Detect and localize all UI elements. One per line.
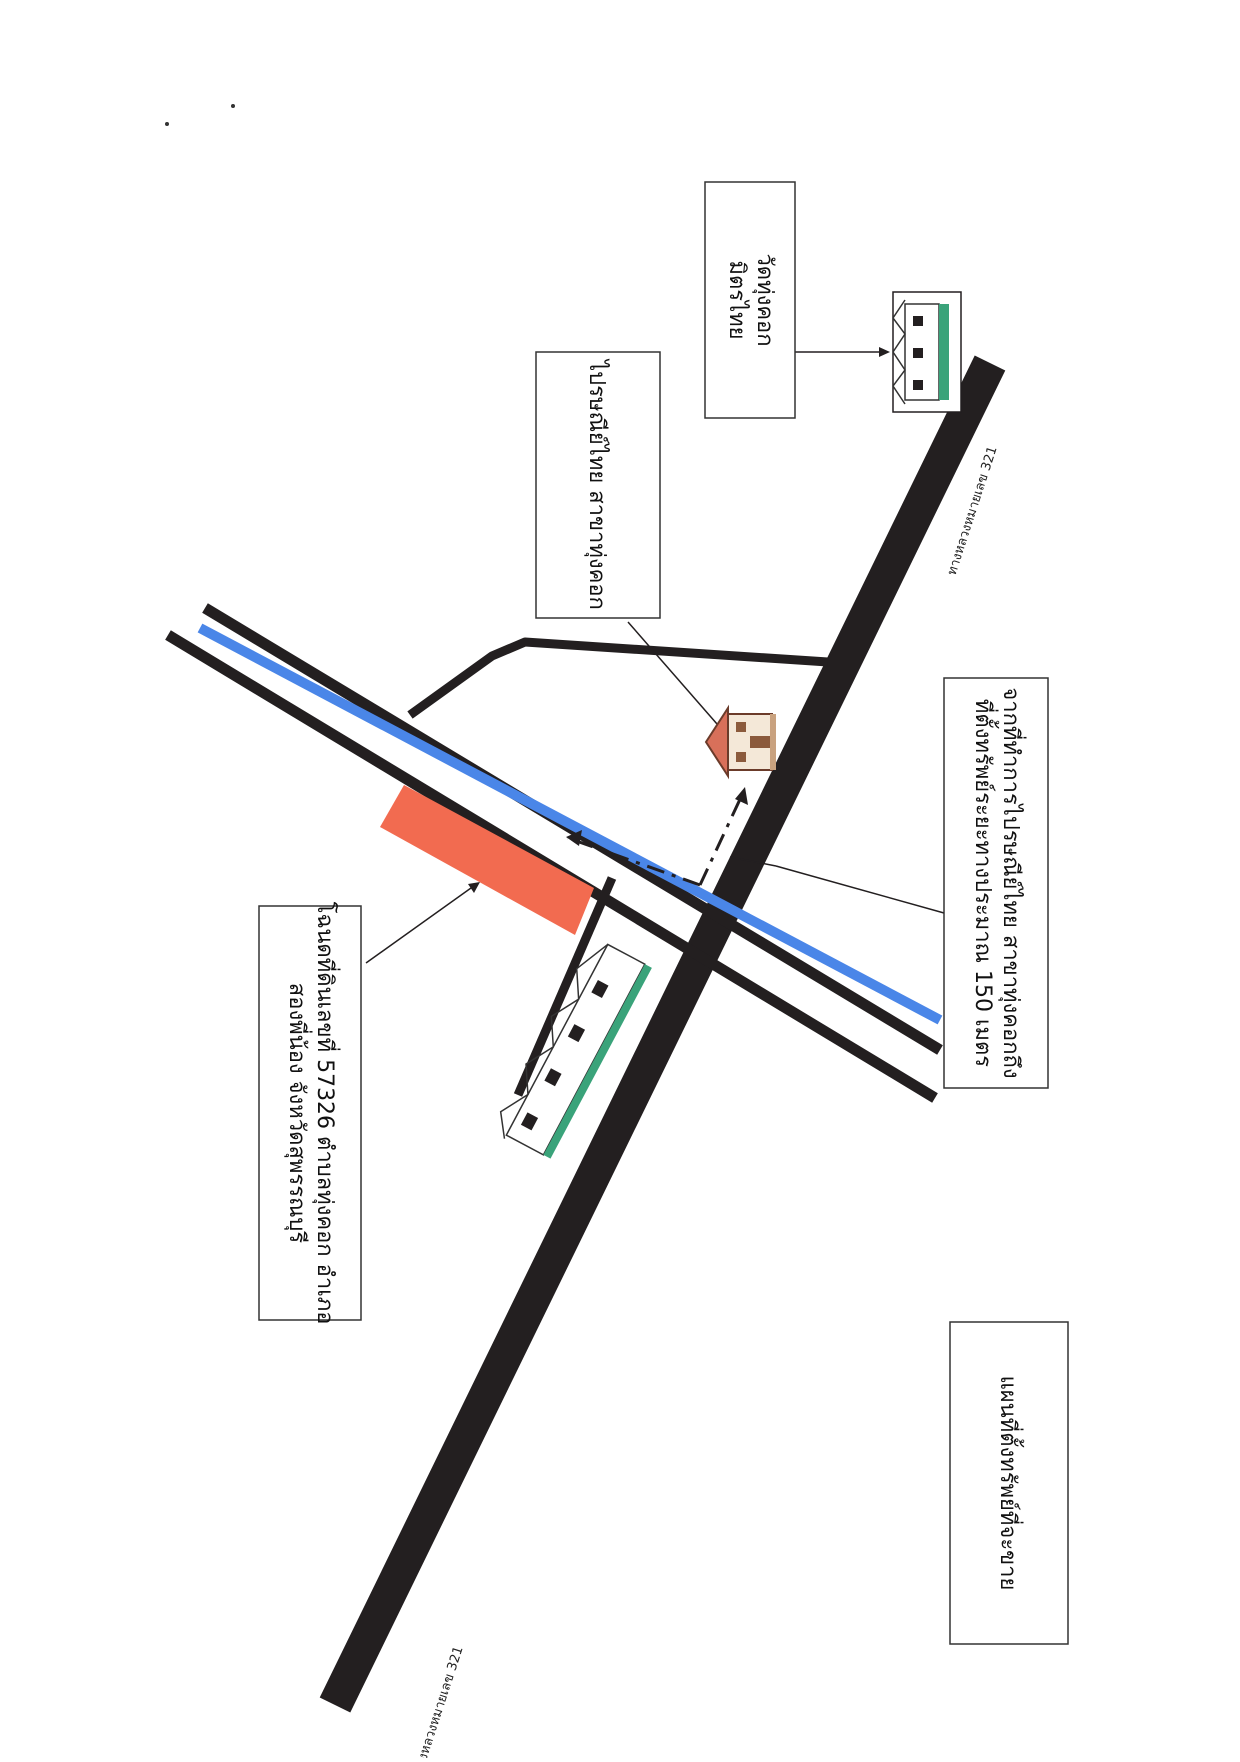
leader-property-head <box>468 882 480 893</box>
temple-label: วัดทุ่งคอก มิตรไทย <box>704 181 796 419</box>
highway-label-lower: ทางหลวงหมายเลข 321 <box>411 1645 467 1762</box>
canal-water <box>197 623 943 1025</box>
svg-text:ไปรษณีย์ไทย สาขาทุ่งคอก: ไปรษณีย์ไทย สาขาทุ่งคอก <box>584 358 610 610</box>
svg-text:ที่ตั้งทรัพย์ระยะทางประมาณ 150: ที่ตั้งทรัพย์ระยะทางประมาณ 150 เมตร <box>970 699 999 1067</box>
local-road-north <box>407 637 829 719</box>
svg-text:จากที่ทำการไปรษณีย์ไทย สาขาทุ่: จากที่ทำการไปรษณีย์ไทย สาขาทุ่งคอกถึง <box>998 687 1027 1078</box>
building-icon <box>892 291 962 413</box>
directions-label: จากที่ทำการไปรษณีย์ไทย สาขาทุ่งคอกถึง ที… <box>943 677 1049 1089</box>
scan-speck <box>165 122 169 126</box>
leader-temple-head <box>879 347 890 357</box>
svg-text:สองพี่น้อง จังหวัดสุพรรณบุรี: สองพี่น้อง จังหวัดสุพรรณบุรี <box>284 983 313 1244</box>
post-office-label: ไปรษณีย์ไทย สาขาทุ่งคอก <box>535 351 661 619</box>
route-to-property <box>567 836 701 887</box>
leader-post-office <box>627 621 725 733</box>
scan-speck <box>231 104 235 108</box>
shophouse-row-icon <box>499 943 652 1159</box>
leader-property <box>365 882 479 964</box>
main-highway <box>319 355 1006 1713</box>
route-arrow-property <box>566 830 582 846</box>
leader-directions <box>775 865 945 914</box>
map-title: แผนที่ตั้งทรัพย์ที่จะขาย <box>995 1376 1024 1591</box>
title-box: แผนที่ตั้งทรัพย์ที่จะขาย <box>949 1321 1069 1645</box>
property-label: โฉนดที่ดินเลขที่ 57326 ตำบลทุ่งคอก อำเภอ… <box>258 902 362 1325</box>
house-icon <box>704 704 776 780</box>
property-plot <box>380 785 594 935</box>
svg-text:โฉนดที่ดินเลขที่ 57326 ตำบลทุ่: โฉนดที่ดินเลขที่ 57326 ตำบลทุ่งคอก อำเภอ <box>312 902 341 1325</box>
svg-text:ทางหลวงหมายเลข 321: ทางหลวงหมายเลข 321 <box>411 1645 467 1758</box>
route-to-post-office <box>698 794 744 886</box>
svg-text:มิตรไทย: มิตรไทย <box>724 260 750 339</box>
leader-directions-2 <box>729 856 777 867</box>
svg-text:วัดทุ่งคอก: วัดทุ่งคอก <box>752 253 777 346</box>
route-arrow-post-office <box>735 787 748 805</box>
